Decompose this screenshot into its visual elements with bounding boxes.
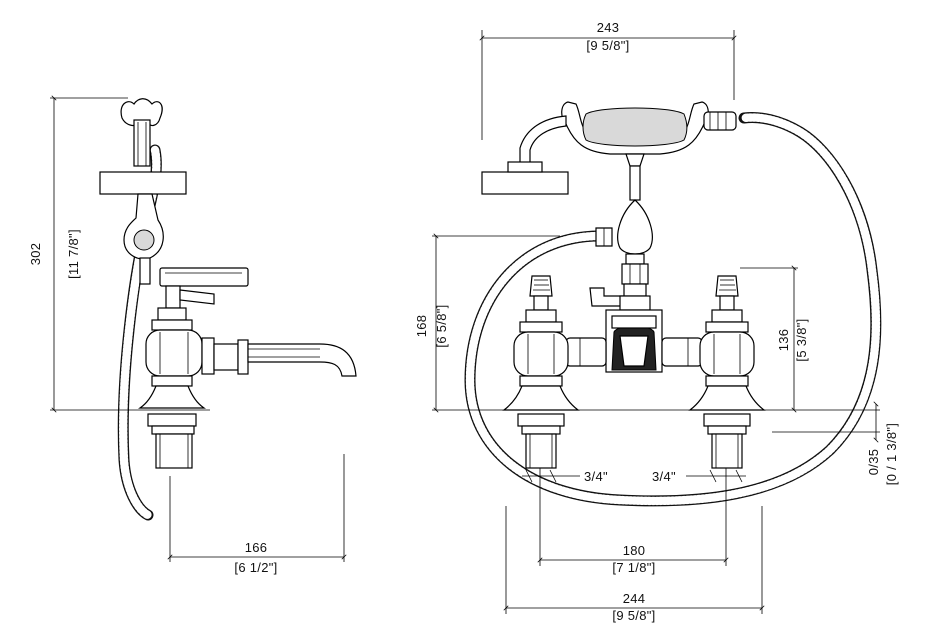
dim-centers-inch: [7 1/8"]	[612, 560, 655, 575]
dim-handset-width-inch: [9 5/8"]	[586, 38, 629, 53]
dim-overall-width: 244 [9 5/8"]	[503, 506, 765, 623]
front-bridge	[565, 337, 703, 367]
dim-overall-width-inch: [9 5/8"]	[612, 608, 655, 623]
dim-height-inch: [11 7/8"]	[66, 229, 81, 279]
dim-handset-width-mm: 243	[597, 20, 620, 35]
dim-deck-thickness-inch: [0 / 1 3/8"]	[884, 423, 899, 485]
dim-handle-height-inch: [5 3/8"]	[794, 318, 809, 361]
side-handset	[120, 98, 163, 167]
dim-handle-height-mm: 136	[776, 329, 791, 352]
dim-reach: 166 [6 1/2"]	[167, 454, 347, 575]
dim-deck-thickness: 0/35 [0 / 1 3/8"]	[866, 401, 899, 485]
dim-body-height-inch: [6 5/8"]	[434, 304, 449, 347]
side-cradle	[123, 193, 164, 285]
side-view: 302 [11 7/8"] 166 [6 1/2"]	[28, 95, 357, 575]
dim-overall-width-mm: 244	[623, 591, 646, 606]
dim-reach-inch: [6 1/2"]	[234, 560, 277, 575]
dim-height: 302 [11 7/8"]	[28, 95, 128, 413]
dim-height-mm: 302	[28, 243, 43, 266]
dim-inlet-right: 3/4"	[652, 469, 746, 484]
side-body	[138, 329, 206, 409]
dim-inlet-right-label: 3/4"	[652, 469, 676, 484]
front-left-pillar	[502, 275, 580, 469]
dim-body-height-mm: 168	[414, 315, 429, 338]
dim-inlet-left-label: 3/4"	[584, 469, 608, 484]
side-lever	[159, 267, 249, 309]
side-tailpiece	[147, 413, 197, 469]
front-right-pillar	[688, 275, 766, 469]
dim-inlet-left: 3/4"	[522, 469, 608, 484]
side-spout	[201, 337, 357, 377]
front-handset	[481, 101, 737, 195]
dim-body-height: 168 [6 5/8"]	[414, 233, 560, 413]
dim-reach-mm: 166	[245, 540, 268, 555]
front-hose	[464, 112, 882, 507]
dim-centers-mm: 180	[623, 543, 646, 558]
dim-centers: 180 [7 1/8"]	[537, 468, 729, 575]
dim-handle-height: 136 [5 3/8"]	[740, 265, 809, 413]
dim-handset-width: 243 [9 5/8"]	[479, 20, 737, 140]
side-collar	[157, 307, 187, 321]
front-center-body	[605, 309, 663, 373]
front-cradle	[595, 165, 653, 285]
side-flange	[99, 171, 187, 195]
front-view: 243 [9 5/8"] 168 [6 5/8"] 136 [5 3/8"] 0…	[414, 20, 899, 623]
dim-deck-thickness-mm: 0/35	[866, 449, 881, 476]
